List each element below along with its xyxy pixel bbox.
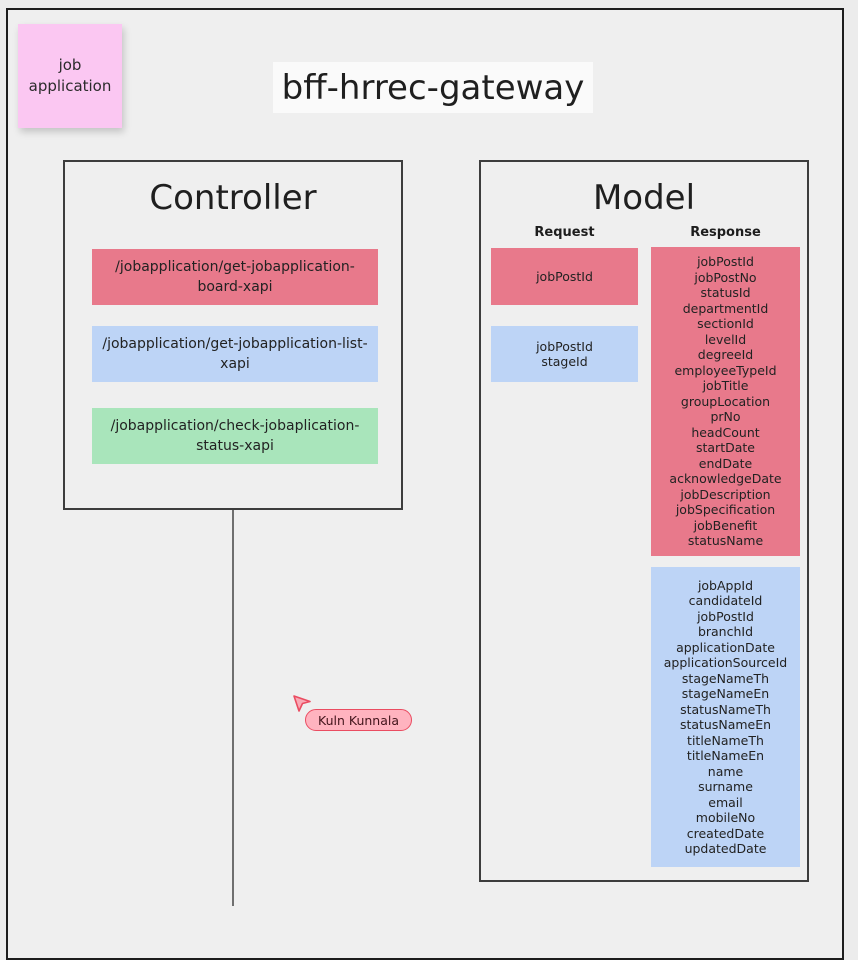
- request-shape-red[interactable]: jobPostId: [491, 248, 638, 305]
- endpoint-label: /jobapplication/check-jobaplication-stat…: [110, 417, 360, 454]
- page-title[interactable]: bff-hrrec-gateway: [273, 62, 593, 113]
- request-shape-blue[interactable]: jobPostId stageId: [491, 326, 638, 382]
- controller-group-box[interactable]: Controller /jobapplication/get-jobapplic…: [63, 160, 403, 510]
- response-column-header: Response: [690, 225, 761, 240]
- endpoint-label: /jobapplication/get-jobapplication-list-…: [102, 335, 368, 372]
- endpoint-check-jobapplication-status[interactable]: /jobapplication/check-jobaplication-stat…: [92, 408, 378, 464]
- response-shape-red[interactable]: jobPostId jobPostNo statusId departmentI…: [651, 247, 800, 556]
- request-fields: jobPostId stageId: [536, 338, 593, 370]
- endpoint-get-jobapplication-board[interactable]: /jobapplication/get-jobapplication-board…: [92, 249, 378, 305]
- cursor-arrow-icon: [293, 695, 311, 712]
- collaborator-cursor: Kuln Kunnala: [291, 693, 412, 733]
- cursor-user-label: Kuln Kunnala: [305, 709, 412, 731]
- endpoint-get-jobapplication-list[interactable]: /jobapplication/get-jobapplication-list-…: [92, 326, 378, 382]
- sticky-note-text: job application: [28, 56, 112, 95]
- model-title: Model: [592, 178, 696, 218]
- sticky-note[interactable]: job application: [18, 24, 122, 128]
- model-group-box[interactable]: Model Request Response jobPostId jobPost…: [479, 160, 809, 882]
- page-title-text: bff-hrrec-gateway: [281, 67, 585, 108]
- response-fields: jobPostId jobPostNo statusId departmentI…: [669, 254, 782, 549]
- cursor-user-name: Kuln Kunnala: [318, 712, 399, 728]
- request-fields: jobPostId: [536, 268, 593, 284]
- canvas-frame: job application bff-hrrec-gateway Contro…: [6, 8, 844, 960]
- controller-title: Controller: [149, 178, 317, 218]
- request-column-header: Request: [534, 225, 595, 240]
- response-shape-blue[interactable]: jobAppId candidateId jobPostId branchId …: [651, 567, 800, 867]
- endpoint-label: /jobapplication/get-jobapplication-board…: [115, 258, 355, 295]
- response-fields: jobAppId candidateId jobPostId branchId …: [663, 577, 788, 857]
- controller-connector-line: [232, 510, 234, 906]
